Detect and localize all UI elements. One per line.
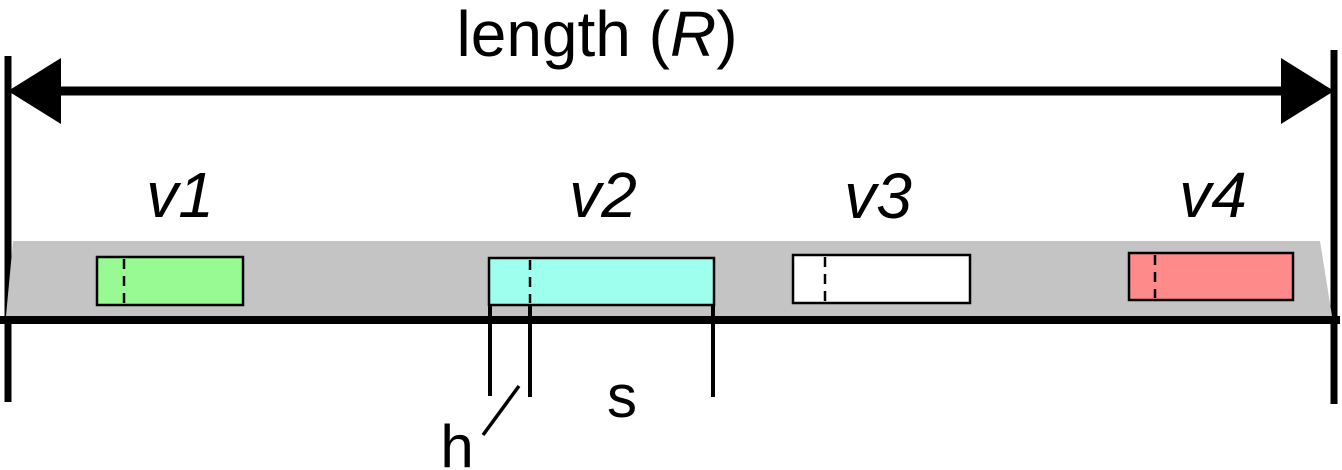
length-variable-R: R bbox=[670, 0, 716, 70]
headway-leader-line bbox=[481, 384, 521, 437]
arrowhead-right-icon bbox=[1281, 58, 1334, 124]
vehicle-2-label: v2 bbox=[569, 159, 637, 231]
headway-label: h bbox=[440, 413, 473, 470]
length-dimension-label: length (R) bbox=[457, 0, 738, 70]
vehicle-1-label: v1 bbox=[146, 159, 214, 231]
vehicle-4-box bbox=[1127, 251, 1295, 302]
vehicle-2-box bbox=[487, 256, 716, 307]
vehicle-4-label: v4 bbox=[1179, 159, 1247, 231]
length-label-prefix: length ( bbox=[457, 0, 670, 70]
spacing-label: s bbox=[607, 363, 637, 430]
vehicle-3-box bbox=[791, 253, 972, 305]
arrowhead-left-icon bbox=[8, 58, 61, 124]
vehicle-1-box bbox=[95, 255, 245, 307]
vehicle-3-label: v3 bbox=[844, 160, 912, 232]
length-label-suffix: ) bbox=[716, 0, 737, 70]
